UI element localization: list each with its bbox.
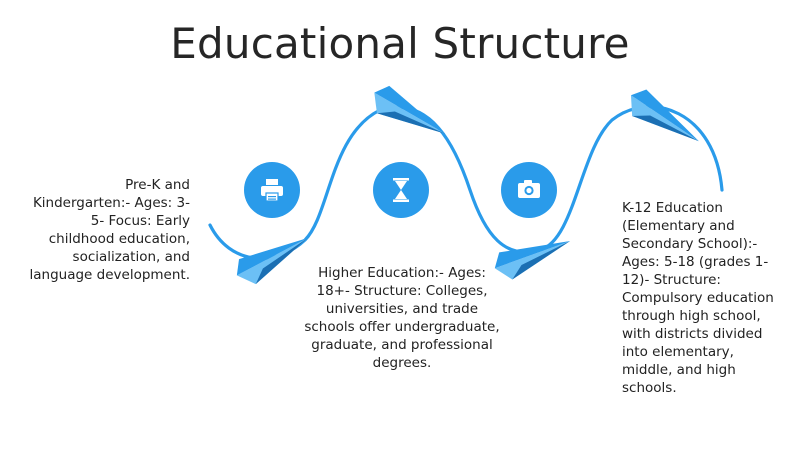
stage-3-text: K-12 Education (Elementary and Secondary… — [622, 200, 774, 396]
stage-3-badge — [501, 162, 557, 218]
camera-icon — [518, 180, 540, 198]
stage-1-text: Pre-K and Kindergarten:- Ages: 3-5- Focu… — [29, 177, 191, 283]
paper-plane-1 — [236, 238, 308, 285]
paper-plane-3 — [494, 241, 571, 280]
printer-icon — [261, 179, 283, 202]
hourglass-icon — [393, 178, 409, 202]
paper-plane-2 — [374, 85, 446, 134]
stage-2-text: Higher Education:- Ages: 18+- Structure:… — [304, 265, 500, 371]
stage-2-badge — [373, 162, 429, 218]
slide-title: Educational Structure — [170, 19, 630, 68]
stage-1-badge — [244, 162, 300, 218]
paper-plane-4 — [630, 89, 699, 142]
